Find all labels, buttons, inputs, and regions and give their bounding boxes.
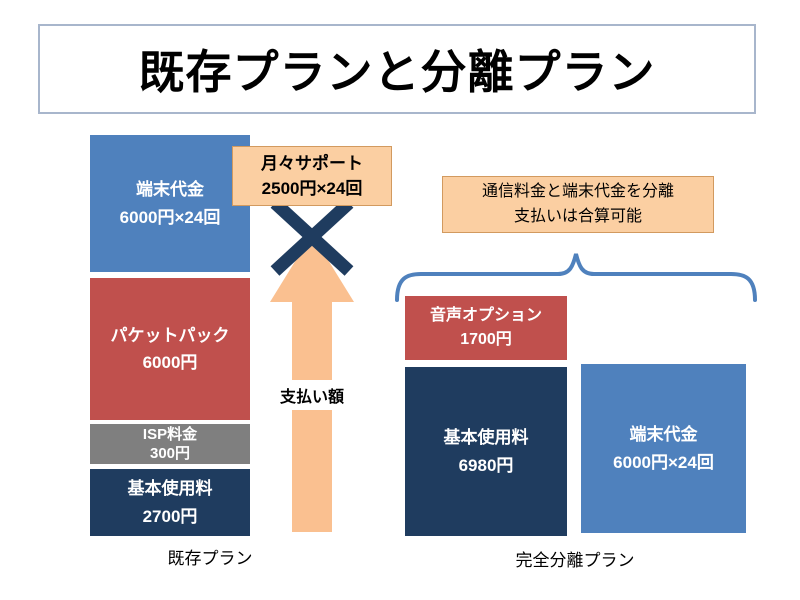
separated-voice-option-box: 音声オプション 1700円 [405, 296, 567, 360]
existing-packet-pack-box: パケットパック 6000円 [90, 278, 250, 420]
box-value: 1700円 [460, 331, 512, 348]
box-label: パケットパック [110, 325, 230, 345]
title-box: 既存プランと分離プラン [38, 24, 756, 114]
box-label: 端末代金 [629, 425, 698, 445]
monthly-support-box: 月々サポート 2500円×24回 [232, 146, 392, 206]
separation-note-box: 通信料金と端末代金を分離 支払いは合算可能 [442, 176, 714, 233]
separated-plan-caption: 完全分離プラン [515, 551, 635, 570]
note-line: 支払いは合算可能 [513, 207, 642, 225]
support-label: 月々サポート [261, 153, 363, 173]
box-label: 基本使用料 [127, 479, 213, 499]
box-label: ISP料金 [142, 425, 198, 443]
box-value: 6000円 [142, 353, 198, 372]
box-value: 6980円 [458, 455, 514, 475]
box-value: 300円 [149, 445, 191, 462]
existing-basic-fee-box: 基本使用料 2700円 [90, 469, 250, 536]
payment-amount-label: 支払い額 [270, 380, 354, 410]
box-label: 基本使用料 [443, 428, 529, 448]
existing-plan-caption: 既存プラン [167, 549, 253, 568]
existing-isp-fee-box: ISP料金 300円 [90, 424, 250, 464]
separated-basic-fee-box: 基本使用料 6980円 [405, 367, 567, 536]
grouping-brace [395, 253, 757, 302]
support-value: 2500円×24回 [261, 179, 363, 198]
box-value: 2700円 [142, 506, 198, 526]
slide-title: 既存プランと分離プラン [138, 46, 656, 98]
box-label: 端末代金 [136, 180, 204, 200]
cancel-x-icon [270, 198, 354, 276]
box-label: 音声オプション [429, 307, 542, 324]
box-value: 6000円×24回 [613, 452, 714, 472]
note-line: 通信料金と端末代金を分離 [481, 182, 674, 200]
existing-device-cost-box: 端末代金 6000円×24回 [90, 135, 250, 272]
box-value: 6000円×24回 [119, 207, 221, 227]
separated-device-cost-box: 端末代金 6000円×24回 [581, 364, 746, 533]
